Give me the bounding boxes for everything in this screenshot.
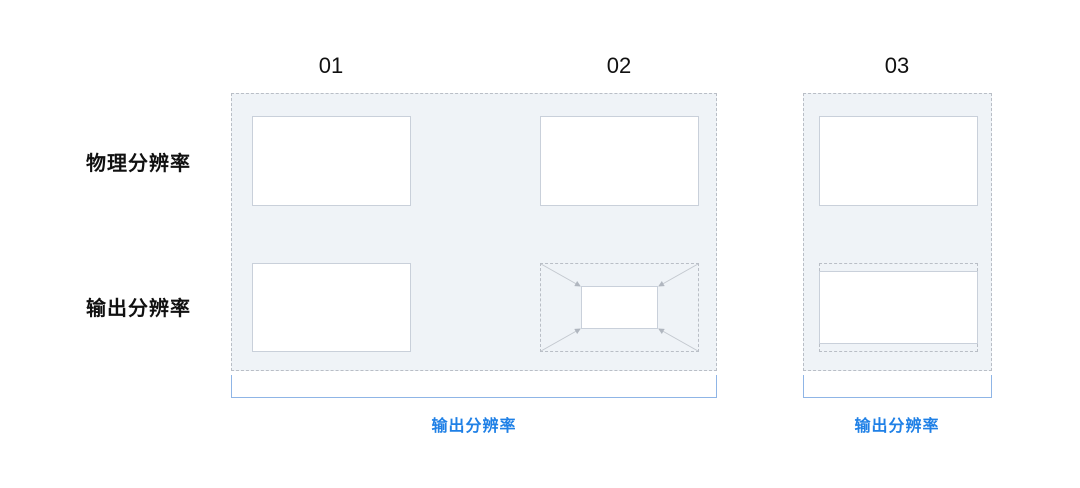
column-label-01: 01 xyxy=(318,53,344,78)
bracket-03 xyxy=(803,375,992,398)
screen-02-output-frame xyxy=(540,263,699,352)
column-label-02: 02 xyxy=(606,53,632,78)
column-label-03: 03 xyxy=(884,53,910,78)
row-label-output-resolution: 输出分辨率 xyxy=(86,298,191,320)
caption-output-resolution-01-02: 输出分辨率 xyxy=(431,418,517,435)
caption-output-resolution-03: 输出分辨率 xyxy=(854,418,940,435)
screen-03-output-content xyxy=(819,271,978,344)
screen-02-output-scaled xyxy=(581,286,658,329)
screen-02-physical xyxy=(540,116,699,206)
bracket-01-02 xyxy=(231,375,717,398)
row-label-physical-resolution: 物理分辨率 xyxy=(86,153,191,175)
screen-01-output xyxy=(252,263,411,352)
screen-03-physical xyxy=(819,116,978,206)
screen-01-physical xyxy=(252,116,411,206)
